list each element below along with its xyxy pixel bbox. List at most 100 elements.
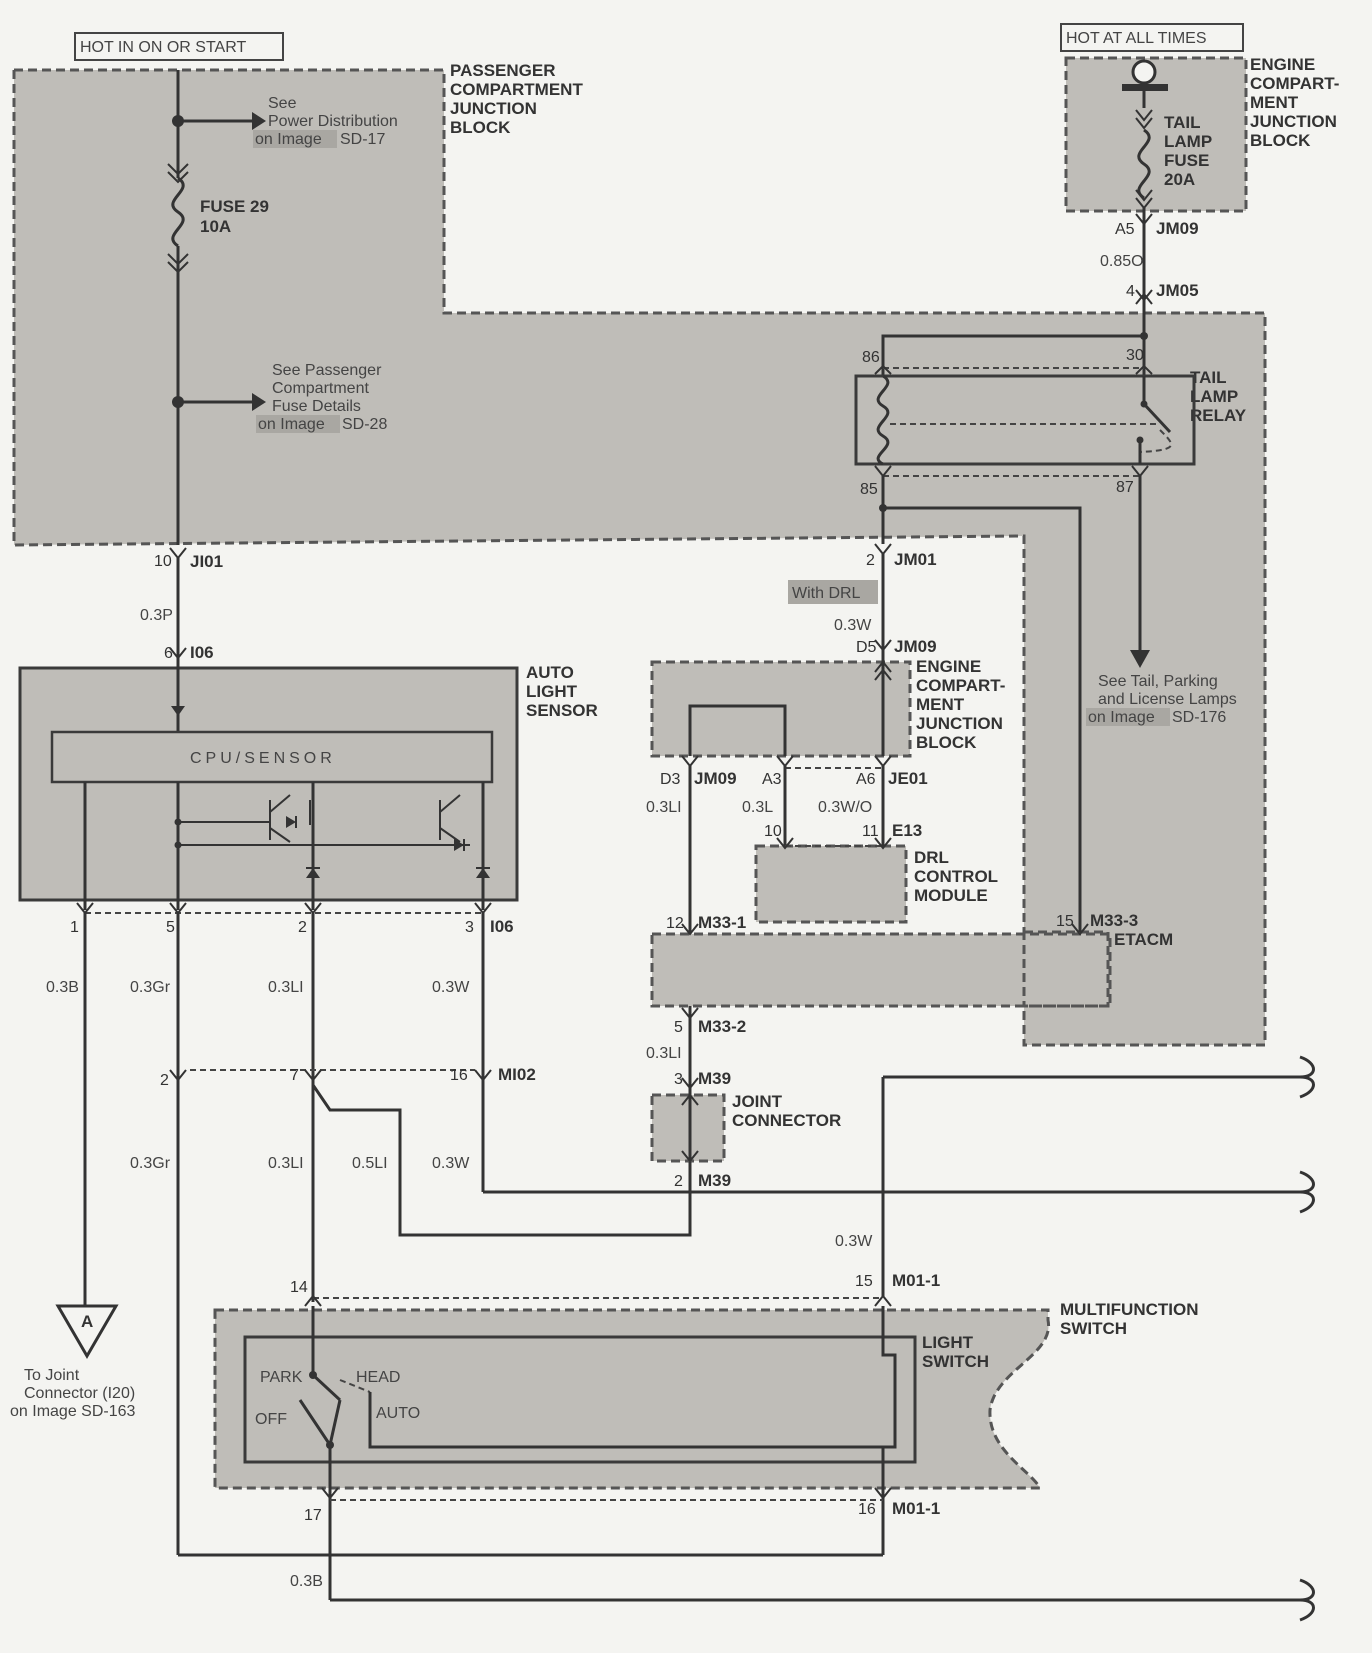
svg-text:14: 14 [290,1279,308,1296]
svg-text:2: 2 [866,552,875,569]
svg-text:ENGINE: ENGINE [1250,55,1315,74]
svg-text:Compartment: Compartment [272,380,369,397]
svg-text:2: 2 [160,1072,169,1089]
svg-text:JUNCTION: JUNCTION [1250,112,1337,131]
svg-text:PARK: PARK [260,1369,303,1386]
svg-text:I06: I06 [490,917,514,936]
svg-text:3: 3 [465,919,474,936]
svg-text:SENSOR: SENSOR [526,701,598,720]
passenger-junction-block [12,68,1267,1047]
engine-junction-block-mid [650,660,912,758]
svg-text:M33-1: M33-1 [698,913,746,932]
svg-text:11: 11 [862,823,879,840]
svg-text:2: 2 [674,1173,683,1190]
svg-text:MI02: MI02 [498,1065,536,1084]
svg-text:1: 1 [70,919,79,936]
light-switch-frame [243,1335,917,1464]
svg-text:0.3B: 0.3B [46,979,79,996]
svg-text:0.3Gr: 0.3Gr [130,1155,171,1172]
engine-jb-title-mid: ENGINE COMPART- MENT JUNCTION BLOCK [916,657,1005,752]
svg-text:JI01: JI01 [190,552,223,571]
svg-text:87: 87 [1116,479,1134,496]
svg-text:0.3B: 0.3B [290,1573,323,1590]
svg-text:5: 5 [166,919,175,936]
fuse29-label: FUSE 29 10A [200,197,269,236]
svg-text:See Passenger: See Passenger [272,362,382,379]
ref-a-triangle [55,1304,119,1359]
svg-text:SWITCH: SWITCH [1060,1319,1127,1338]
svg-text:LAMP: LAMP [1190,387,1238,406]
svg-text:ENGINE: ENGINE [916,657,981,676]
svg-text:20A: 20A [1164,170,1195,189]
svg-text:AUTO: AUTO [376,1405,420,1422]
passenger-jb-title: PASSENGER COMPARTMENT JUNCTION BLOCK [450,61,583,137]
svg-text:MULTIFUNCTION: MULTIFUNCTION [1060,1300,1199,1319]
svg-text:JM01: JM01 [894,550,937,569]
svg-text:0.3LI: 0.3LI [646,799,682,816]
svg-text:and License Lamps: and License Lamps [1098,691,1237,708]
svg-text:0.3W: 0.3W [834,617,872,634]
svg-text:COMPARTMENT: COMPARTMENT [450,80,583,99]
svg-text:0.3LI: 0.3LI [268,1155,304,1172]
svg-text:HEAD: HEAD [356,1369,400,1386]
svg-text:JE01: JE01 [888,769,928,788]
svg-text:MODULE: MODULE [914,886,988,905]
svg-text:M01-1: M01-1 [892,1499,940,1518]
with-drl-label: With DRL [792,585,861,602]
svg-text:0.3W: 0.3W [432,1155,470,1172]
svg-text:JM09: JM09 [694,769,737,788]
svg-text:M33-3: M33-3 [1090,911,1138,930]
svg-text:JM05: JM05 [1156,281,1199,300]
svg-text:2: 2 [298,919,307,936]
joint-connector-title: JOINT CONNECTOR [732,1092,841,1130]
ref-a-note: To Joint Connector (I20) on Image SD-163 [10,1367,136,1420]
svg-text:To Joint: To Joint [24,1367,80,1384]
svg-text:LIGHT: LIGHT [526,682,578,701]
etacm-title: ETACM [1114,930,1173,949]
svg-text:0.85O: 0.85O [1100,253,1144,270]
svg-text:10: 10 [154,553,172,570]
svg-text:JM09: JM09 [1156,219,1199,238]
drl-module-box [754,844,908,924]
svg-text:OFF: OFF [255,1411,287,1428]
svg-text:BLOCK: BLOCK [1250,131,1311,150]
hot-in-on-box [74,32,284,61]
svg-text:0.3Gr: 0.3Gr [130,979,171,996]
svg-text:17: 17 [304,1507,322,1524]
svg-text:30: 30 [1126,347,1144,364]
svg-text:A6: A6 [856,771,876,788]
svg-text:I06: I06 [190,643,214,662]
tail-lamp-fuse-symbol [1137,128,1151,200]
see-tail-note: See Tail, Parking and License Lamps on I… [1086,673,1237,726]
etacm-box [650,932,1112,1008]
svg-text:M39: M39 [698,1171,731,1190]
svg-text:MENT: MENT [916,695,965,714]
svg-text:15: 15 [1056,913,1074,930]
cpu-sensor-block [50,730,494,784]
fuse29-symbol [171,176,185,248]
see-power-note: See Power Distribution on Image SD-17 [253,95,398,148]
svg-text:on Image: on Image [258,416,325,433]
svg-text:A: A [81,1312,93,1331]
svg-text:0.3P: 0.3P [140,607,173,624]
svg-text:CONNECTOR: CONNECTOR [732,1111,841,1130]
svg-text:DRL: DRL [914,848,949,867]
svg-text:A3: A3 [762,771,782,788]
svg-text:0.3L: 0.3L [742,799,773,816]
svg-text:E13: E13 [892,821,922,840]
drl-module-title: DRL CONTROL MODULE [914,848,998,905]
svg-text:15: 15 [855,1273,873,1290]
svg-text:PASSENGER: PASSENGER [450,61,556,80]
svg-text:BLOCK: BLOCK [916,733,977,752]
svg-text:16: 16 [858,1501,876,1518]
svg-text:on Image: on Image [255,131,322,148]
svg-text:6: 6 [164,645,173,662]
tail-lamp-relay-title: TAIL LAMP RELAY [1190,368,1247,425]
svg-text:5: 5 [674,1019,683,1036]
svg-text:Connector (I20): Connector (I20) [24,1385,135,1402]
svg-text:FUSE 29: FUSE 29 [200,197,269,216]
multifunction-switch-title: MULTIFUNCTION SWITCH [1060,1300,1199,1338]
svg-text:0.5LI: 0.5LI [352,1155,388,1172]
svg-text:D5: D5 [856,639,877,656]
light-switch-title: LIGHT SWITCH [922,1333,989,1371]
